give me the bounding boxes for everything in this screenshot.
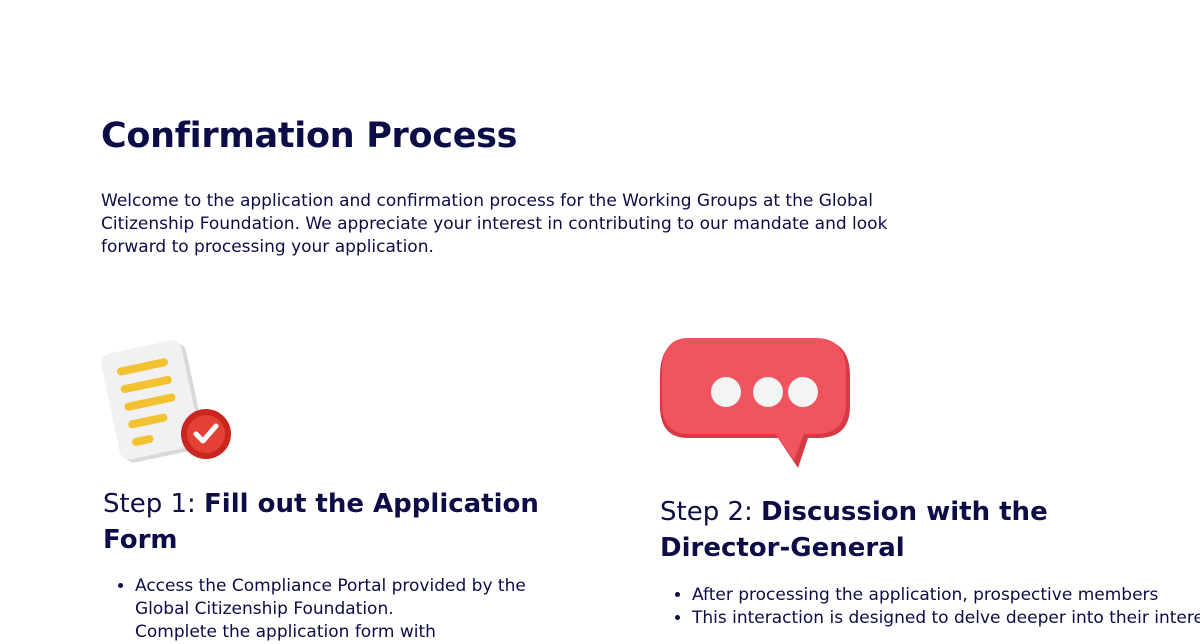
step-1-heading: Step 1: Fill out the Application Form [103,486,543,558]
step-1-prefix: Step 1: [103,489,205,519]
chat-bubble-icon [660,338,850,468]
step-2-title: Discussion with the Director-General [660,497,1048,563]
list-item: Complete the application form with [135,622,436,642]
step-2-prefix: Step 2: [660,497,762,527]
list-item: Access the Compliance Portal provided by… [135,575,575,621]
list-item: After processing the application, prospe… [692,584,1200,607]
page-title: Confirmation Process [101,116,518,156]
step-2-heading: Step 2: Discussion with the Director-Gen… [660,494,1080,566]
step-1-title: Fill out the Application Form [103,489,539,555]
step-2-bullets: After processing the application, prospe… [658,584,1200,630]
intro-paragraph: Welcome to the application and confirmat… [101,191,888,257]
document-check-icon [101,340,231,463]
list-item: This interaction is designed to delve de… [692,607,1200,630]
step-1-bullets: Access the Compliance Portal provided by… [101,575,575,644]
